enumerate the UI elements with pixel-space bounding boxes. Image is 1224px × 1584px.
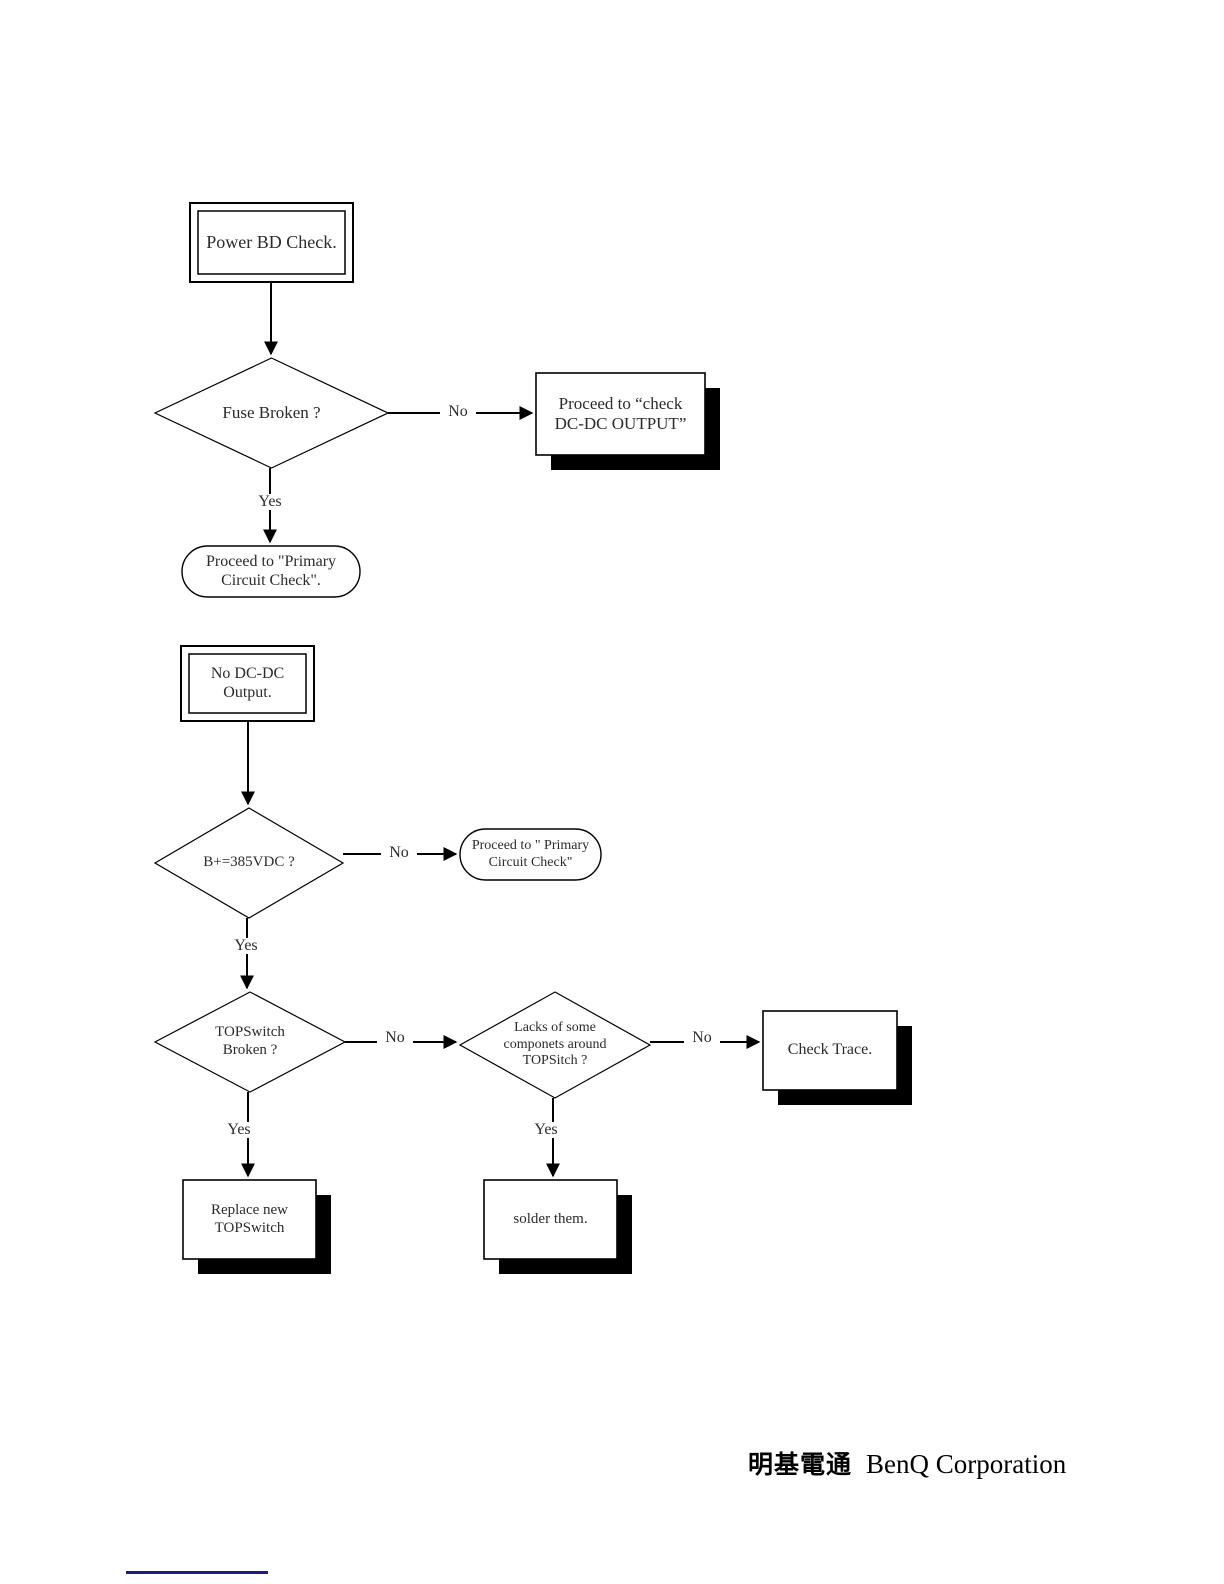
edge-label-e6: Yes [228, 938, 264, 954]
node-no-dcdc-output [180, 645, 315, 722]
edge-label-e9: Yes [221, 1122, 257, 1138]
edge-label-e7: No [377, 1030, 413, 1046]
node-b-plus-385vdc [153, 807, 345, 919]
node-replace-new-topswitch [182, 1179, 331, 1274]
node-solder-them [483, 1179, 632, 1274]
node-check-trace [762, 1010, 912, 1105]
node-power-bd-check [189, 202, 354, 283]
edge-label-e5: No [381, 845, 417, 861]
node-proceed-primary-circuit-check-2 [459, 828, 602, 881]
brand-name-cjk: 明基電通 [748, 1450, 853, 1479]
brand-name-latin: BenQ Corporation [866, 1449, 1067, 1479]
edge-label-e3: Yes [252, 494, 288, 510]
node-topswitch-broken [153, 991, 347, 1093]
edge-label-e8: No [684, 1030, 720, 1046]
footer-rule [126, 1571, 268, 1574]
footer-brand: 明基電通 BenQ Corporation [748, 1445, 1066, 1481]
edge-label-e10: Yes [528, 1122, 564, 1138]
node-lacks-componets-around-topsitch [458, 991, 652, 1099]
node-proceed-check-dcdc-output [535, 372, 720, 470]
node-fuse-broken [153, 357, 390, 469]
edge-label-e2: No [440, 404, 476, 420]
node-proceed-primary-circuit-check-1 [181, 545, 361, 598]
